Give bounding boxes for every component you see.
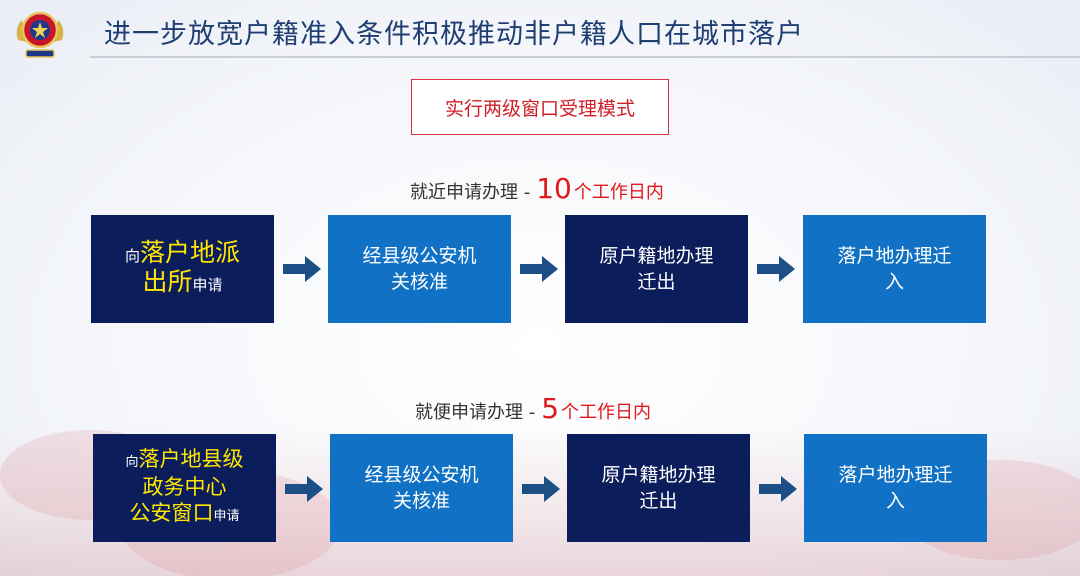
row1-step4-box: 落户地办理迁 入	[803, 215, 986, 323]
right-arrow-icon	[759, 476, 797, 502]
right-arrow-icon	[757, 256, 795, 282]
row1-step4-line1: 落户地办理迁	[837, 245, 952, 267]
row2-step3-line2: 迁出	[639, 490, 678, 512]
row2-label-days: 个工作日内	[561, 402, 652, 423]
row2-step2-line2: 关核准	[392, 490, 450, 512]
row1-step1-highlight1: 落户地派	[140, 238, 241, 267]
row2-step2-box: 经县级公安机 关核准	[330, 434, 513, 542]
row2-step1-highlight1: 落户地县级	[138, 447, 244, 471]
row1-step4-line2: 入	[884, 271, 904, 293]
row1-step2-box: 经县级公安机 关核准	[328, 215, 511, 323]
row1-label-number: 10	[536, 172, 572, 205]
row2-step1-suffix: 申请	[213, 509, 240, 524]
row2-step4-line2: 入	[885, 490, 905, 512]
row1-step1-prefix: 向	[124, 247, 140, 265]
row2-step2-line1: 经县级公安机	[364, 464, 479, 486]
row1-step3-line1: 原户籍地办理	[599, 245, 714, 267]
row2-step1-box: 向落户地县级 政务中心 公安窗口申请	[93, 434, 276, 542]
right-arrow-icon	[522, 476, 560, 502]
row1-step1-box: 向落户地派 出所申请	[91, 215, 274, 323]
police-emblem-icon	[16, 11, 64, 58]
header-divider	[90, 56, 1080, 58]
row1-step1-highlight2: 出所	[142, 267, 193, 296]
row1-step3-line2: 迁出	[637, 271, 676, 293]
row1-label: 就近申请办理 - 10 个工作日内	[410, 166, 664, 204]
row1-step1-suffix: 申请	[192, 276, 223, 294]
row1-label-days: 个工作日内	[573, 182, 664, 203]
right-arrow-icon	[283, 256, 321, 282]
row2-label-number: 5	[541, 392, 560, 425]
page-title: 进一步放宽户籍准入条件积极推动非户籍人口在城市落户	[104, 19, 804, 50]
row1-step2-line1: 经县级公安机	[362, 245, 477, 267]
right-arrow-icon	[285, 476, 323, 502]
row2-step1-prefix: 向	[125, 455, 139, 470]
row2-step1-highlight3: 公安窗口	[129, 501, 214, 525]
row2-label: 就便申请办理 - 5 个工作日内	[415, 386, 651, 424]
header: 进一步放宽户籍准入条件积极推动非户籍人口在城市落户	[0, 0, 1080, 62]
row2-step3-line1: 原户籍地办理	[601, 464, 716, 486]
row2-step4-line1: 落户地办理迁	[838, 464, 953, 486]
row1-label-text: 就近申请办理 -	[410, 182, 531, 203]
row2-label-text: 就便申请办理 -	[415, 402, 536, 423]
row2-step1-highlight2: 政务中心	[142, 475, 227, 499]
right-arrow-icon	[520, 256, 558, 282]
mode-box: 实行两级窗口受理模式	[411, 79, 669, 135]
row1-step3-box: 原户籍地办理 迁出	[565, 215, 748, 323]
row2-step3-box: 原户籍地办理 迁出	[567, 434, 750, 542]
row1-step2-line2: 关核准	[390, 271, 448, 293]
row2-step4-box: 落户地办理迁 入	[804, 434, 987, 542]
